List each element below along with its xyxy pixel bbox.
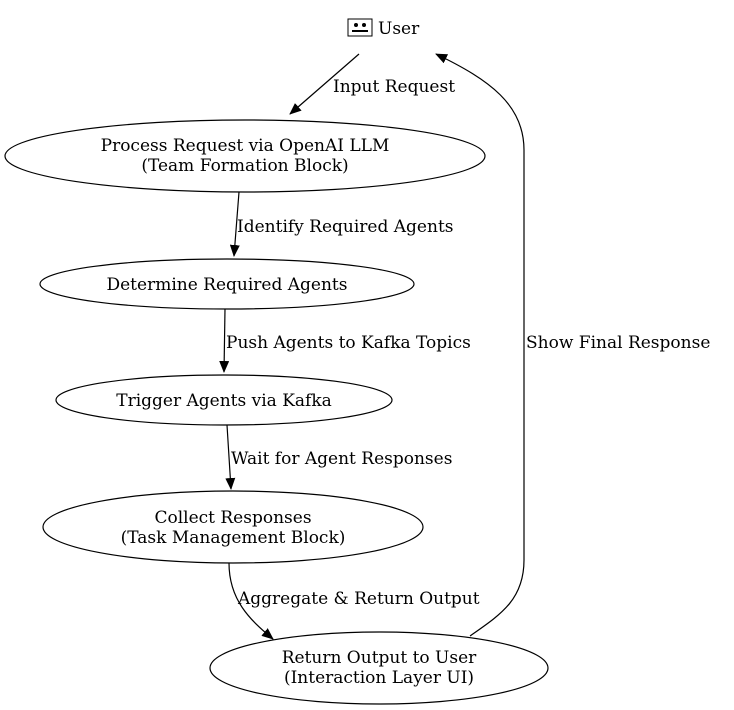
- edge-show-final-response: Show Final Response: [435, 53, 710, 637]
- edge-identify-agents-arrow: [229, 191, 240, 257]
- node-process-request-line1: Process Request via OpenAI LLM: [101, 136, 390, 156]
- edge-aggregate-return: Aggregate & Return Output: [228, 562, 480, 640]
- edge-push-agents-arrow: [219, 308, 230, 373]
- node-process-request: Process Request via OpenAI LLM (Team For…: [4, 119, 486, 193]
- node-process-request-line2: (Team Formation Block): [141, 156, 348, 176]
- node-collect-responses-line1: Collect Responses: [154, 508, 311, 528]
- edge-input-request: Input Request: [289, 53, 455, 115]
- edge-push-agents-label: Push Agents to Kafka Topics: [226, 333, 471, 353]
- node-user-label: User: [378, 19, 420, 39]
- node-trigger-agents-label: Trigger Agents via Kafka: [116, 391, 332, 411]
- node-determine-agents-label: Determine Required Agents: [106, 275, 347, 295]
- node-user: User: [347, 18, 420, 39]
- edge-identify-agents-label: Identify Required Agents: [237, 217, 454, 237]
- edge-show-final-response-label: Show Final Response: [526, 333, 710, 353]
- edge-show-final-response-arrow: [435, 53, 525, 637]
- edge-input-request-arrow: [289, 53, 360, 115]
- user-icon: [347, 18, 373, 37]
- node-return-output-line1: Return Output to User: [282, 648, 477, 668]
- edge-identify-agents: Identify Required Agents: [229, 191, 454, 257]
- node-collect-responses-line2: (Task Management Block): [121, 528, 346, 548]
- edge-wait-responses-label: Wait for Agent Responses: [231, 449, 452, 469]
- edge-input-request-label: Input Request: [333, 77, 455, 97]
- node-trigger-agents: Trigger Agents via Kafka: [55, 374, 393, 426]
- edge-wait-responses-arrow: [225, 424, 236, 490]
- node-determine-agents: Determine Required Agents: [39, 258, 415, 310]
- edge-push-agents: Push Agents to Kafka Topics: [219, 308, 471, 373]
- edge-aggregate-return-label: Aggregate & Return Output: [237, 589, 480, 609]
- node-return-output: Return Output to User (Interaction Layer…: [209, 631, 549, 705]
- node-return-output-line2: (Interaction Layer UI): [284, 668, 474, 688]
- node-collect-responses: Collect Responses (Task Management Block…: [42, 490, 424, 564]
- edge-wait-responses: Wait for Agent Responses: [225, 424, 452, 490]
- edge-aggregate-return-arrow: [228, 562, 274, 640]
